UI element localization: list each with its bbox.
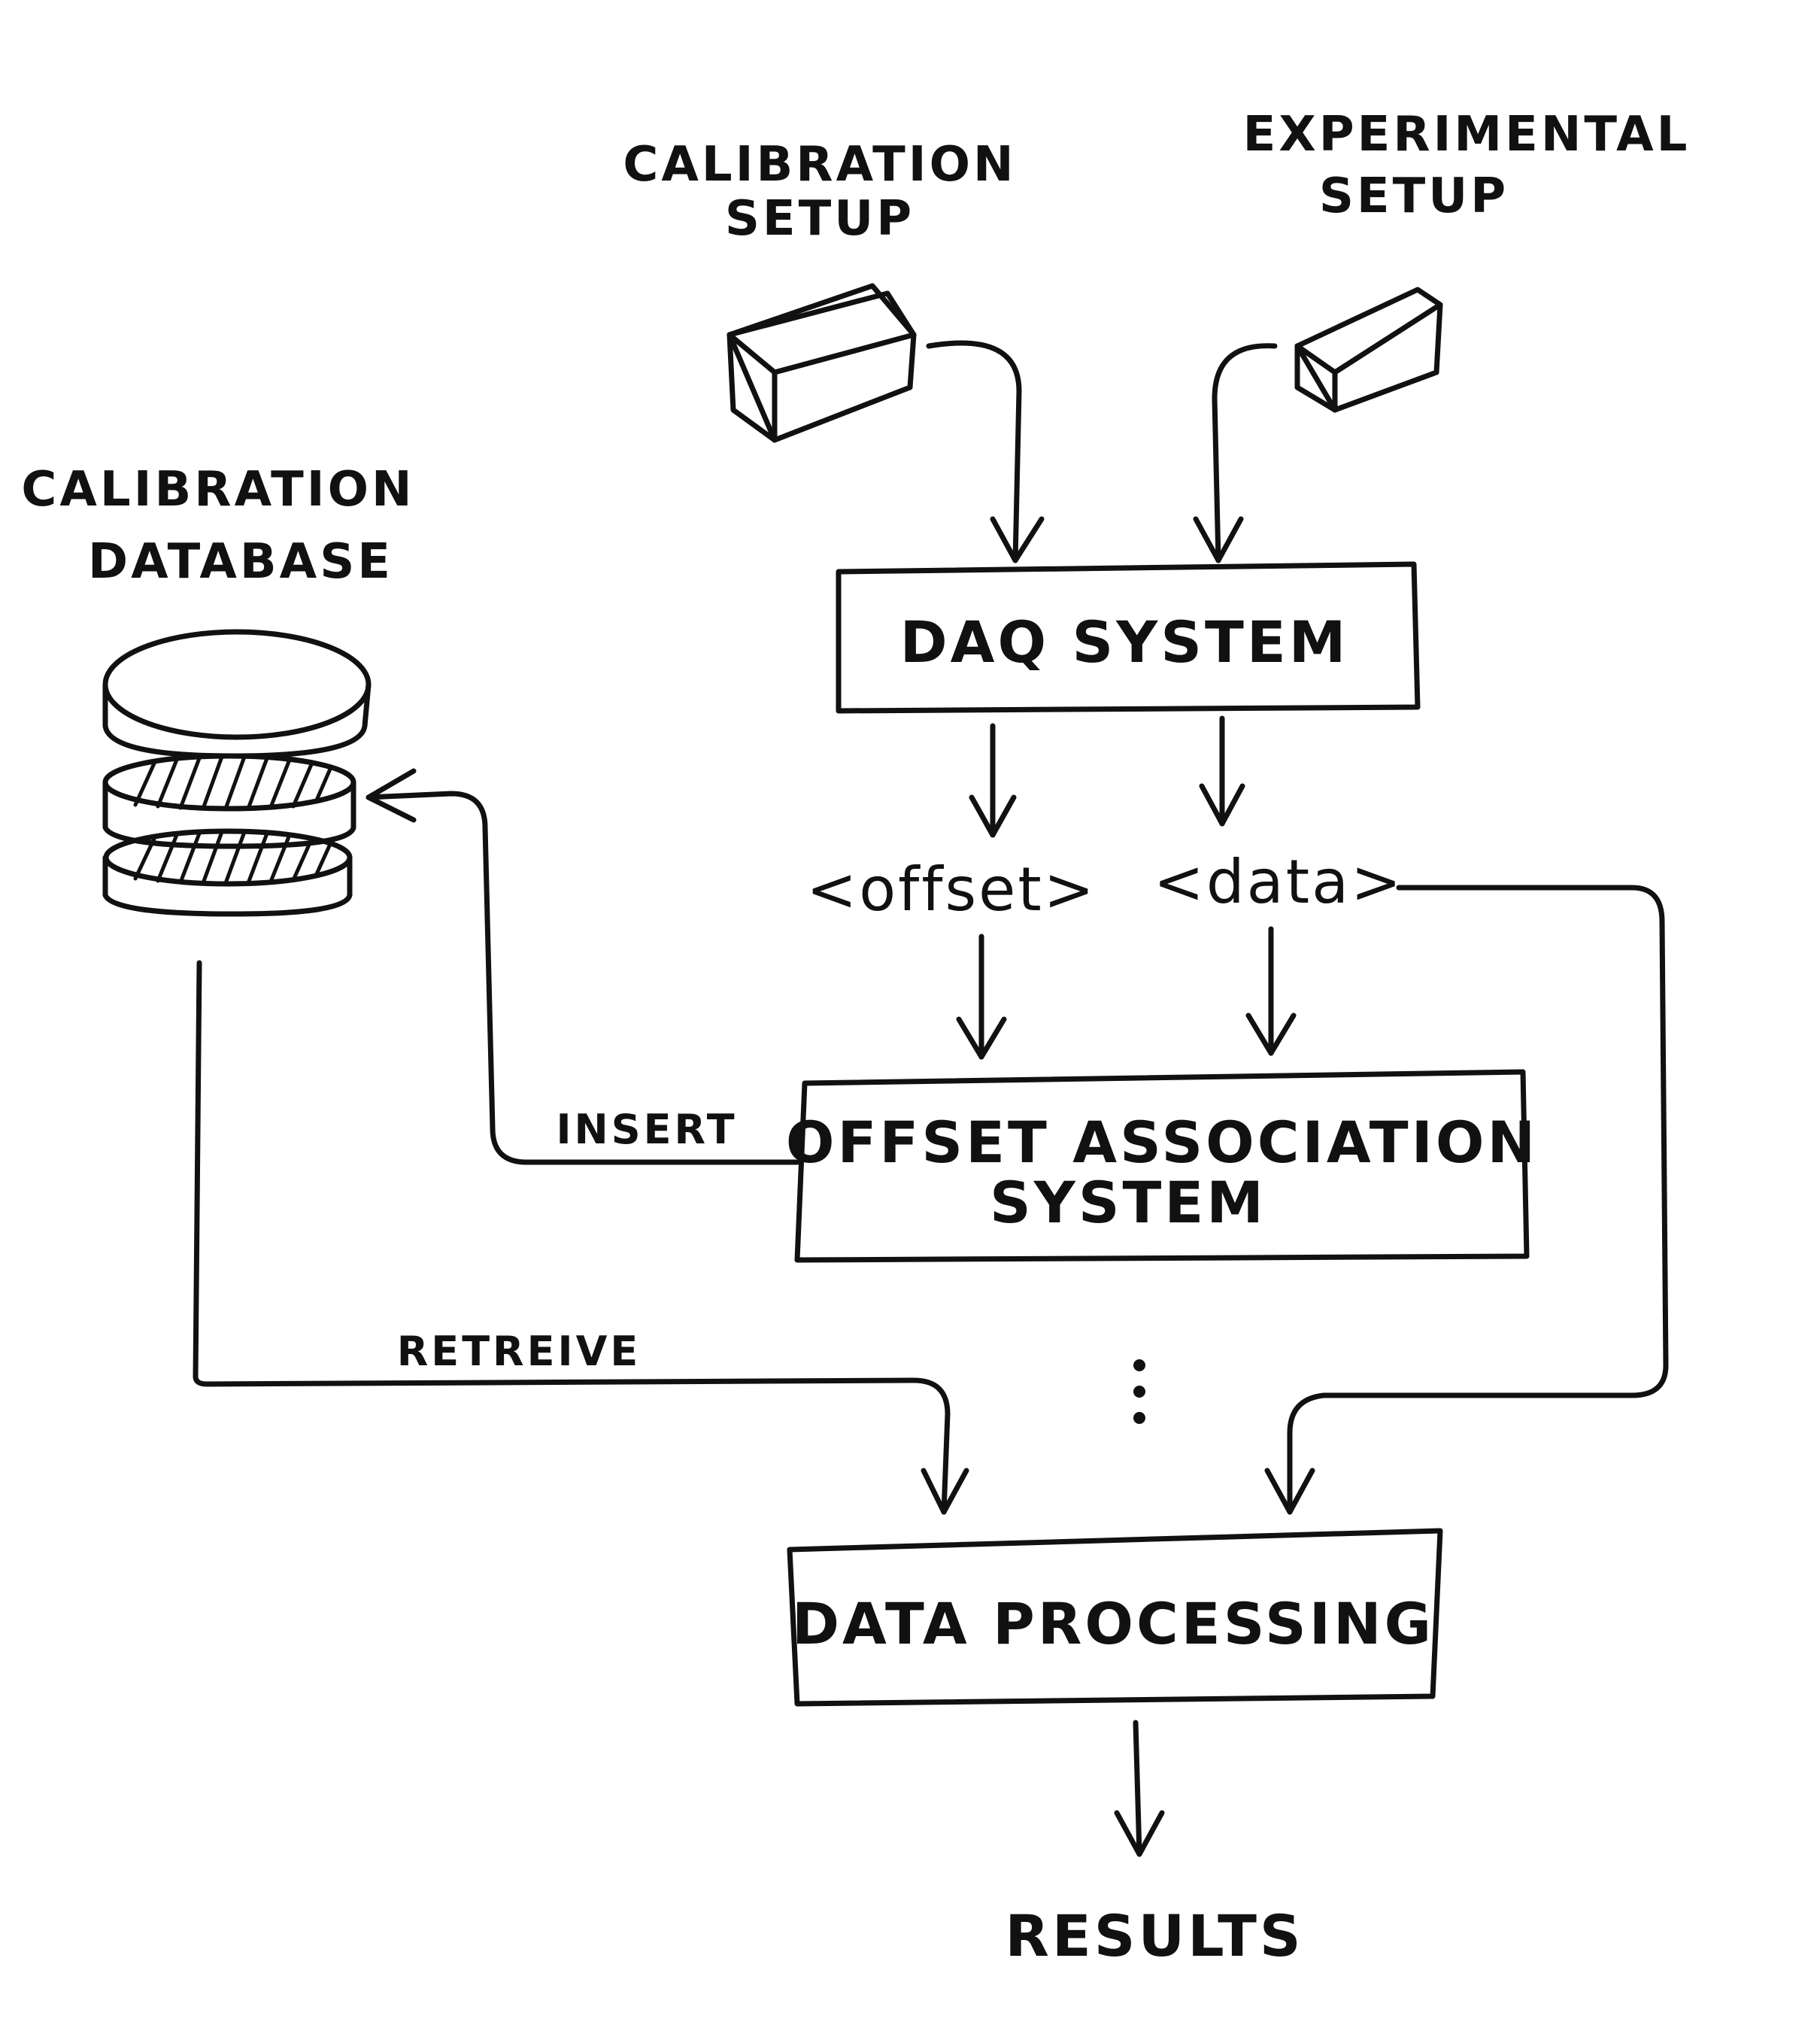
offset-association-label-line1: OFFSET ASSOCIATION: [786, 1109, 1538, 1176]
retreive-to-processing-arrow: [193, 960, 969, 1515]
calibration-to-daq-arrow: [926, 340, 1045, 563]
calibration-database-label-line2: DATABASE: [88, 534, 393, 590]
daq-to-data-arrow: [1199, 715, 1245, 827]
offset-association-system-node: OFFSET ASSOCIATION SYSTEM: [786, 1069, 1538, 1263]
calibration-setup-device-icon: [726, 283, 917, 443]
experimental-setup-device-icon: [1294, 287, 1443, 413]
data-to-association-arrow: [1245, 926, 1297, 1056]
experimental-setup-label-line2: SETUP: [1319, 168, 1509, 224]
processing-to-results-arrow: [1114, 1720, 1165, 1857]
daq-to-offset-arrow: [969, 723, 1017, 838]
data-token: <data>: [1154, 847, 1403, 917]
offset-association-label-line2: SYSTEM: [990, 1169, 1266, 1236]
offset-token: <offset>: [806, 855, 1097, 924]
retreive-label: RETREIVE: [397, 1328, 642, 1375]
calibration-database-icon: [102, 629, 372, 917]
data-processing-label: DATA PROCESSING: [792, 1590, 1434, 1657]
calibration-setup-label-line1: CALIBRATION: [623, 137, 1016, 193]
experimental-setup-label-line1: EXPERIMENTAL: [1243, 107, 1691, 162]
data-to-processing-arrow: [1264, 885, 1669, 1515]
insert-label: INSERT: [556, 1106, 737, 1153]
calibration-setup-label-line2: SETUP: [725, 191, 915, 247]
daq-system-label: DAQ SYSTEM: [900, 609, 1349, 675]
calibration-database-label-line1: CALIBRATION: [21, 462, 414, 518]
results-label: RESULTS: [1005, 1902, 1303, 1969]
data-processing-node: DATA PROCESSING: [787, 1528, 1443, 1707]
insert-to-database-arrow: [366, 768, 800, 1165]
experimental-to-daq-arrow: [1193, 343, 1278, 563]
offset-to-association-arrow: [956, 934, 1007, 1060]
continuation-ellipsis: [1133, 1359, 1145, 1424]
daq-system-node: DAQ SYSTEM: [836, 561, 1421, 714]
